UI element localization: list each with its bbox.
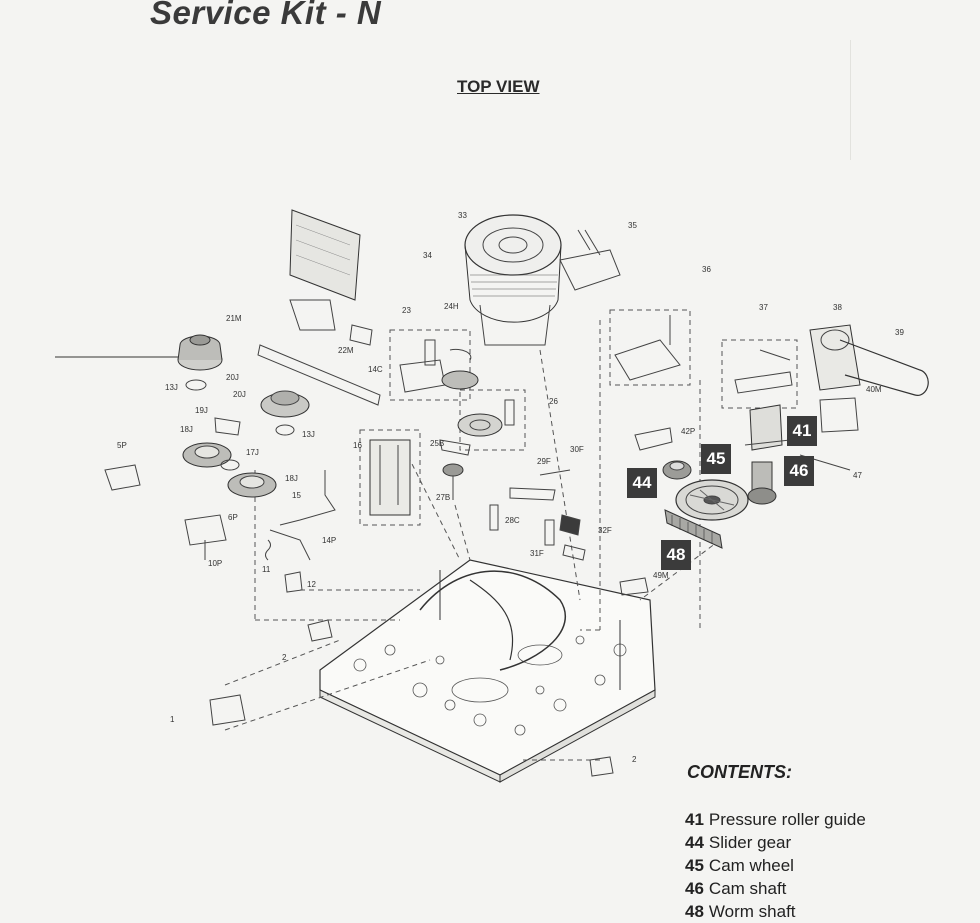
part-label: 21M (226, 314, 242, 323)
part-label: 28C (505, 516, 520, 525)
badge-45: 45 (701, 444, 731, 474)
part-label: 49M (653, 571, 669, 580)
part-label: 15 (292, 491, 301, 500)
part-label: 36 (702, 265, 711, 274)
item-number: 48 (685, 902, 704, 921)
part-label: 23 (402, 306, 411, 315)
show-through-texture (850, 40, 951, 160)
part-label: 31F (530, 549, 544, 558)
part-label: 2 (632, 755, 637, 764)
part-label: 22M (338, 346, 354, 355)
part-label: 11 (262, 565, 271, 574)
item-number: 45 (685, 856, 704, 875)
part-label: 14P (322, 536, 336, 545)
part-label: 35 (628, 221, 637, 230)
part-label: 13J (302, 430, 315, 439)
part-label: 10P (208, 559, 222, 568)
part-label: 26 (549, 397, 558, 406)
part-label: 5P (117, 441, 127, 450)
part-label: 25B (430, 439, 444, 448)
part-label: 47 (853, 471, 862, 480)
item-number: 41 (685, 810, 704, 829)
part-label: 32F (598, 526, 612, 535)
part-label: 19J (195, 406, 208, 415)
part-label: 20J (233, 390, 246, 399)
badge-48: 48 (661, 540, 691, 570)
badge-41: 41 (787, 416, 817, 446)
part-label: 40M (866, 385, 882, 394)
badge-44: 44 (627, 468, 657, 498)
part-label: 13J (165, 383, 178, 392)
item-label: Cam wheel (708, 856, 794, 875)
chassis-plate (319, 559, 656, 776)
part-labels: 1 2 2 5P 6P 10P 11 12 13J 13J 14P 14C 15… (117, 211, 904, 764)
item-label: Pressure roller guide (708, 810, 866, 829)
part-label: 12 (307, 580, 316, 589)
part-label: 18J (180, 425, 193, 434)
part-label: 33 (458, 211, 467, 220)
contents-title: CONTENTS: (687, 762, 792, 782)
part-label: 42P (681, 427, 695, 436)
item-number: 44 (685, 833, 704, 852)
part-label: 17J (246, 448, 259, 457)
part-label: 14C (368, 365, 383, 374)
item-label: Cam shaft (708, 879, 787, 898)
item-label: Slider gear (708, 833, 792, 852)
part-label: 24H (444, 302, 459, 311)
item-number: 46 (685, 879, 704, 898)
part-label: 39 (895, 328, 904, 337)
part-label: 6P (228, 513, 238, 522)
item-label: Worm shaft (708, 902, 796, 921)
part-label: 34 (423, 251, 432, 260)
part-label: 18J (285, 474, 298, 483)
part-label: 29F (537, 457, 551, 466)
drum-assembly (464, 214, 562, 276)
view-label: TOP VIEW (457, 77, 540, 96)
part-label: 27B (436, 493, 450, 502)
part-label: 37 (759, 303, 768, 312)
part-label: 16 (353, 441, 362, 450)
page-title: Service Kit - N (150, 0, 382, 31)
part-label: 30F (570, 445, 584, 454)
part-label: 20J (226, 373, 239, 382)
part-label: 2 (282, 653, 287, 662)
part-label: 1 (170, 715, 175, 724)
circuit-board (289, 209, 361, 301)
part-label: 38 (833, 303, 842, 312)
badge-46: 46 (784, 456, 814, 486)
